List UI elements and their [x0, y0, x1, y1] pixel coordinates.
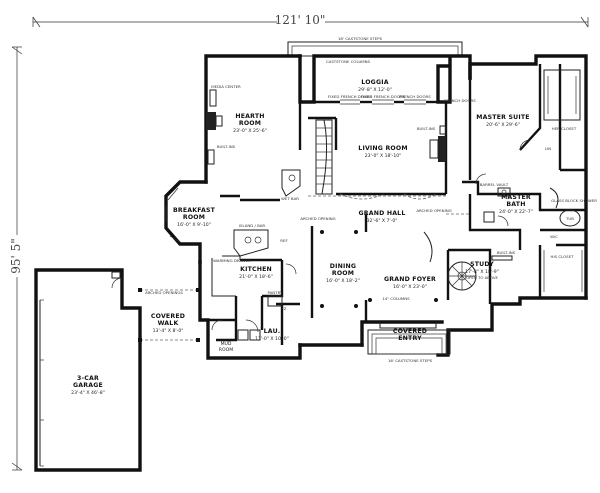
fixtures [165, 76, 583, 341]
hearth-room-dimension: 23'-0" X 25'-6" [233, 128, 267, 134]
barrel-vault-label: BARREL VAULT [480, 182, 509, 187]
built-ins-label-1: BUILT-INS [217, 144, 236, 149]
garage [34, 268, 142, 472]
wet-bar-label: WET BAR [281, 196, 299, 201]
wc-label: W/C [550, 234, 558, 239]
breakfast-room-dimension: 16'-0" X 9'-10" [177, 222, 211, 228]
hearth-room-label: HEARTH [235, 113, 264, 120]
hearth-room-label-2: ROOM [239, 120, 261, 127]
grand-foyer-dimension: 16'-0" X 23'-0" [393, 284, 427, 290]
interior-walls [208, 64, 586, 345]
mud-room-label: MUD [221, 341, 232, 347]
kitchen-label: KITCHEN [240, 266, 272, 273]
caststone-columns-label: CASTSTONE COLUMNS [326, 59, 371, 64]
laundry-dimension: 11'-0" X 10'-0" [255, 336, 289, 342]
built-ins-label-2: BUILT-INS [417, 126, 436, 131]
laundry-label: LAU. [264, 328, 281, 335]
covered-walk-label-2: WALK [158, 320, 179, 327]
warming-drawer-label: WARMING DRAWER [213, 258, 251, 263]
her-closet-label: HER CLOSET [552, 126, 577, 131]
master-suite-label: MASTER SUITE [476, 114, 529, 121]
island-bar-label: ISLAND / BAR [239, 223, 266, 228]
covered-entry-label: COVERED [393, 328, 427, 335]
his-closet-label: HIS CLOSET [551, 254, 575, 259]
loggia-label: LOGGIA [361, 79, 388, 86]
rear-steps: 18' CASTSTONE STEPS [287, 36, 463, 57]
covered-walk [138, 288, 200, 342]
kitchen-dimension: 21'-0" X 18'-6" [239, 274, 273, 280]
media-center-label: MEDIA CENTER [211, 84, 241, 89]
living-room-label: LIVING ROOM [358, 145, 407, 152]
dining-room-label: DINING [330, 263, 356, 270]
covered-entry-label-2: ENTRY [398, 335, 422, 342]
refrigerator-label: REF [280, 238, 288, 243]
linen-label: LIN [545, 146, 551, 151]
arched-opening-label-2: ARCHED OPENING [416, 208, 451, 213]
spiral-staircase [447, 261, 477, 291]
grand-foyer-label: GRAND FOYER [384, 276, 436, 283]
master-bath-label: MASTER [501, 194, 531, 201]
fireplaces [206, 112, 446, 162]
dining-room-label-2: ROOM [332, 270, 354, 277]
front-steps: 16' CASTSTONE STEPS [367, 322, 451, 363]
glass-shower-label: GLASS BLOCK SHOWER [551, 198, 597, 203]
front-steps-label: 16' CASTSTONE STEPS [388, 358, 433, 363]
overall-dimensions: 121' 10" 95' 5" [8, 12, 589, 471]
garage-dimension: 23'-4" X 46'-8" [71, 390, 105, 396]
columns-label: 14" COLUMNS [382, 296, 410, 301]
master-bath-label-2: BATH [506, 201, 525, 208]
exterior-walls [164, 54, 588, 360]
master-bath-dimension: 24'-0" X 22'-7" [499, 209, 533, 215]
breakfast-room-label-2: ROOM [183, 214, 205, 221]
garage-label: 3-CAR [77, 375, 99, 382]
garage-label-2: GARAGE [73, 382, 103, 389]
depth-dimension: 95' 5" [9, 238, 23, 274]
study-dimension: 17'-8" X 18'-9" [465, 269, 499, 275]
french-doors-label: FRENCH DOORS [399, 94, 431, 99]
rear-steps-label: 18' CASTSTONE STEPS [338, 36, 383, 41]
main-staircase [315, 119, 333, 195]
dining-room-dimension: 16'-0" X 18'-2" [326, 278, 360, 284]
study-note: OPEN TO ABOVE [466, 275, 499, 280]
covered-walk-dimension: 13'-4" X 8'-0" [153, 328, 184, 334]
pantry-label: PANTRY [268, 290, 283, 295]
grand-hall-label: GRAND HALL [359, 210, 406, 217]
arched-opening-label-1: ARCHED OPENING [300, 216, 335, 221]
room-labels: LOGGIA 29'-8" X 12'-0" HEARTH ROOM 23'-0… [71, 79, 533, 396]
arched-openings-label: ARCHED OPENINGS [145, 290, 183, 295]
mud-room-label-2: ROOM [219, 347, 233, 353]
loggia-dimension: 29'-8" X 12'-0" [358, 87, 392, 93]
covered-walk-label: COVERED [151, 313, 185, 320]
tub-label: TUB [565, 216, 574, 221]
grand-hall-dimension: 32'-6" X 7'-0" [367, 218, 398, 224]
width-dimension: 121' 10" [275, 13, 326, 27]
master-suite-dimension: 20'-6" X 29'-6" [486, 122, 520, 128]
study-label: STUDY [470, 261, 494, 268]
built-ins-label-3: BUILT-INS [497, 250, 516, 255]
living-room-dimension: 23'-0" X 18'-10" [365, 153, 402, 159]
french-doors-label-2: FRENCH DOORS [444, 98, 476, 103]
freezer-label: FZ [282, 306, 287, 311]
breakfast-room-label: BREAKFAST [173, 207, 216, 214]
annotations: CASTSTONE COLUMNS FIXED FRENCH DOORS FIX… [145, 59, 597, 311]
fixed-french-doors-label-2: FIXED FRENCH DOORS [361, 94, 406, 99]
fixed-french-doors-label-1: FIXED FRENCH DOORS [328, 94, 373, 99]
